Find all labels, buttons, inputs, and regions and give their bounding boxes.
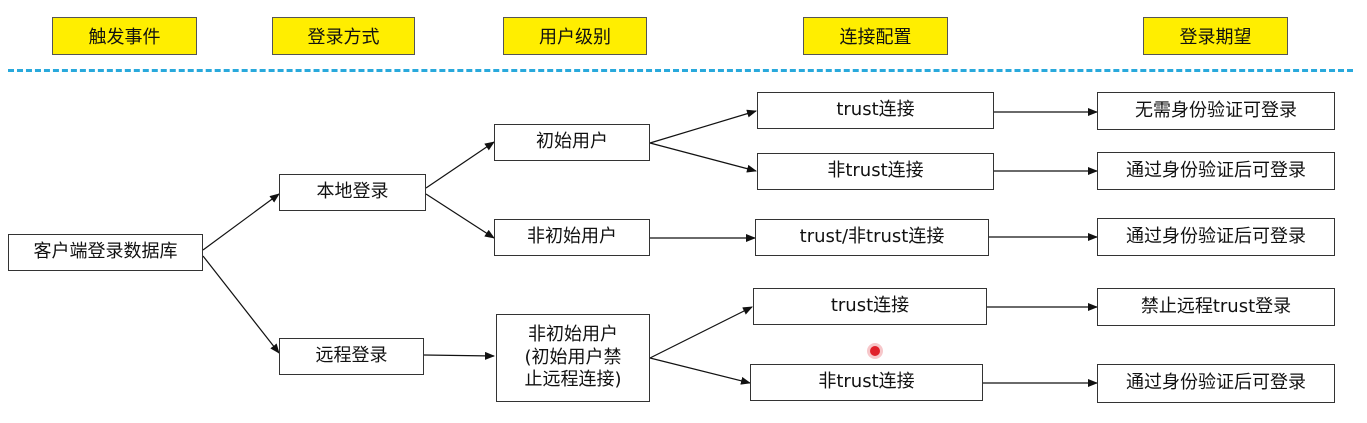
remote-user-line-2: (初始用户禁 (524, 346, 622, 368)
remote-user-line-3: 止远程连接) (524, 369, 622, 391)
node-non-initial-user: 非初始用户 (494, 219, 650, 256)
node-expectation-1: 无需身份验证可登录 (1097, 92, 1335, 130)
node-nontrust-connection-1: 非trust连接 (757, 153, 994, 190)
node-expectation-5: 通过身份验证后可登录 (1097, 364, 1335, 403)
arrow-remote-to-remoteuser (423, 351, 495, 360)
node-trust-connection-2: trust连接 (753, 288, 987, 325)
cursor-dot (870, 346, 880, 356)
arrow-local-to-noninitial (425, 193, 495, 239)
header-login-expectation: 登录期望 (1143, 17, 1288, 55)
header-event: 触发事件 (52, 17, 197, 55)
header-user-level: 用户级别 (503, 17, 647, 55)
node-remote-non-initial-user: 非初始用户 (初始用户禁 止远程连接) (496, 314, 650, 402)
node-expectation-4: 禁止远程trust登录 (1097, 288, 1335, 326)
header-login-method: 登录方式 (272, 17, 415, 55)
node-initial-user: 初始用户 (494, 124, 650, 161)
arrow-initial-to-nontrust (649, 142, 757, 173)
node-trust-nontrust-connection: trust/非trust连接 (755, 219, 989, 256)
arrow-initial-to-trust (649, 109, 757, 144)
arrow-client-to-remote (202, 255, 280, 354)
arrow-remoteuser-to-nontrust (649, 357, 751, 385)
arrow-client-to-local (202, 193, 280, 251)
node-expectation-3: 通过身份验证后可登录 (1097, 218, 1335, 256)
arrow-remoteuser-to-trust (649, 306, 753, 359)
node-local-login: 本地登录 (279, 174, 426, 211)
dashed-divider (8, 69, 1353, 72)
node-expectation-2: 通过身份验证后可登录 (1097, 152, 1335, 190)
arrow-local-to-initial (425, 141, 495, 189)
node-remote-login: 远程登录 (279, 338, 424, 375)
node-trust-connection-1: trust连接 (757, 92, 994, 129)
remote-user-line-1: 非初始用户 (528, 324, 618, 346)
header-connection-config: 连接配置 (803, 17, 948, 55)
node-nontrust-connection-2: 非trust连接 (750, 364, 983, 401)
node-client-login: 客户端登录数据库 (8, 234, 203, 271)
